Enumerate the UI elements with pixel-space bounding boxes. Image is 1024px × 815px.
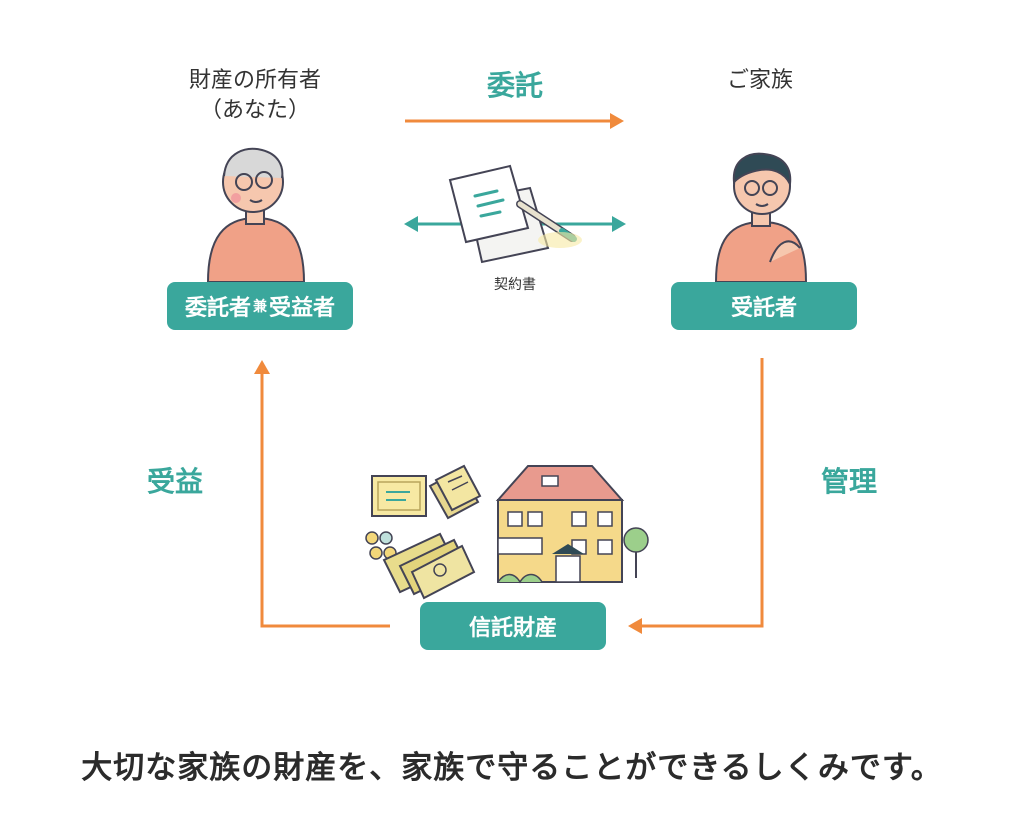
family-label: ご家族 <box>726 68 793 93</box>
entrust-arrow <box>405 113 624 129</box>
pen-icon <box>516 200 582 248</box>
trustee-person-illustration <box>714 152 808 283</box>
owner-label-line1: 財産の所有者 <box>188 68 321 93</box>
concurrent-text: 兼 <box>253 299 267 315</box>
settlor-text: 委託者 <box>184 296 251 321</box>
trustee-badge: 受託者 <box>671 282 857 330</box>
house-icon <box>495 465 649 584</box>
benefit-arrow <box>254 360 390 628</box>
contract-label: 契約書 <box>494 277 536 293</box>
trust-property-badge: 信託財産 <box>420 602 606 650</box>
manage-arrow <box>628 358 764 634</box>
beneficiary-text: 受益者 <box>269 296 336 321</box>
coins-icon <box>365 531 397 560</box>
settlor-beneficiary-badge: 委託者兼受益者 <box>167 282 353 330</box>
entrust-label: 委託 <box>486 69 543 102</box>
owner-label-line2: （あなた） <box>199 98 310 123</box>
certificate-icon <box>371 475 427 517</box>
settlor-person-illustration <box>206 147 306 283</box>
manage-label: 管理 <box>820 465 877 498</box>
tagline: 大切な家族の財産を、家族で守ることができるしくみです。 <box>81 750 943 786</box>
benefit-label: 受益 <box>146 465 203 498</box>
owner-label: 財産の所有者 （あなた） <box>150 66 360 126</box>
banknotes-icon <box>382 532 476 600</box>
documents-stack-icon <box>428 464 482 520</box>
contract-document-icon <box>448 164 582 264</box>
